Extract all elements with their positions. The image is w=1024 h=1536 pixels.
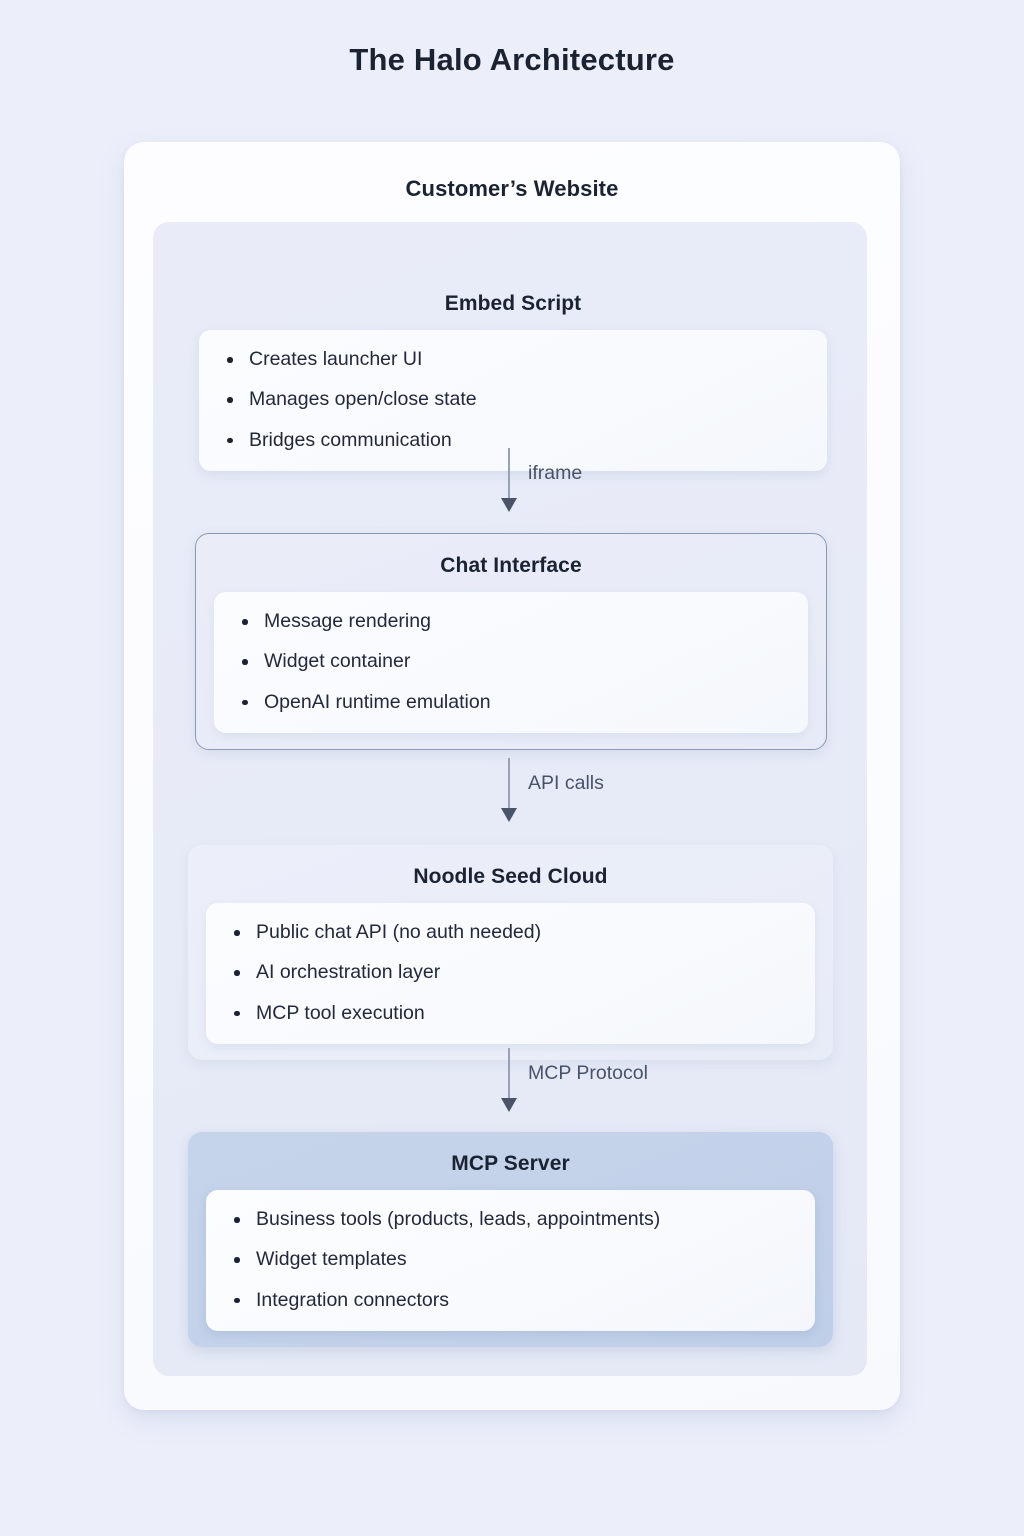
list-item: Message rendering <box>234 609 788 634</box>
customer-website-title: Customer’s Website <box>405 176 619 201</box>
list-item: Integration connectors <box>226 1288 795 1313</box>
node-mcp-server-list: Business tools (products, leads, appoint… <box>206 1190 815 1332</box>
list-item: AI orchestration layer <box>226 960 795 985</box>
node-noodle-seed-cloud-title: Noodle Seed Cloud <box>413 865 608 888</box>
list-item: Bridges communication <box>219 428 807 453</box>
list-item: Creates launcher UI <box>219 347 807 372</box>
node-mcp-server: MCP Server Business tools (products, lea… <box>188 1132 833 1348</box>
node-embed-script: Embed Script Creates launcher UI Manages… <box>199 286 827 472</box>
list-item: Manages open/close state <box>219 387 807 412</box>
list-item: OpenAI runtime emulation <box>234 690 788 715</box>
list-item: MCP tool execution <box>226 1001 795 1026</box>
node-mcp-server-title: MCP Server <box>451 1152 570 1175</box>
list-item: Business tools (products, leads, appoint… <box>226 1207 795 1232</box>
node-noodle-seed-cloud: Noodle Seed Cloud Public chat API (no au… <box>188 845 833 1061</box>
list-item: Widget templates <box>226 1247 795 1272</box>
node-chat-interface-title: Chat Interface <box>440 554 582 577</box>
node-chat-interface: Chat Interface Message rendering Widget … <box>195 533 827 751</box>
node-embed-script-title: Embed Script <box>444 292 582 315</box>
list-item: Public chat API (no auth needed) <box>226 920 795 945</box>
list-item: Widget container <box>234 649 788 674</box>
page-title: The Halo Architecture <box>349 42 675 77</box>
node-noodle-seed-cloud-list: Public chat API (no auth needed) AI orch… <box>206 903 815 1045</box>
node-chat-interface-list: Message rendering Widget container OpenA… <box>214 592 808 734</box>
node-embed-script-list: Creates launcher UI Manages open/close s… <box>199 330 827 472</box>
